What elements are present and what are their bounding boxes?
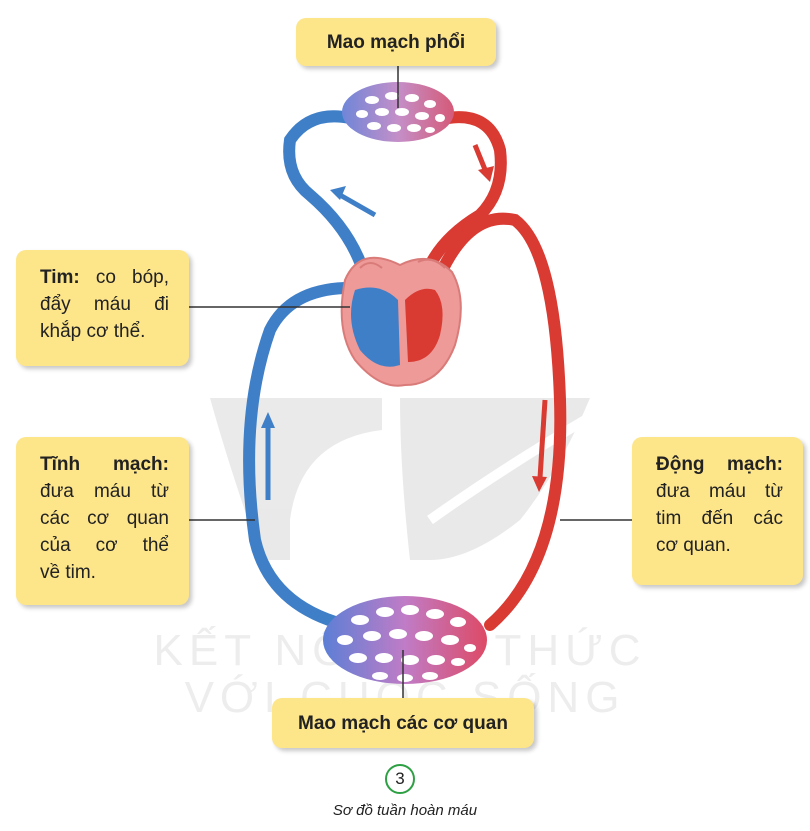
arteries-label: Động mạch: đưa máu từ tim đến các cơ qua… <box>632 437 803 585</box>
heart-label: Tim: co bóp, đẩy máu đi khắp cơ thể. <box>16 250 189 366</box>
arteries-term-line: Động mạch: <box>656 451 783 478</box>
pulmonary-vein <box>283 110 374 291</box>
heart <box>340 256 462 387</box>
arteries-term: Động mạch: <box>656 454 783 475</box>
lung-capillaries-text: Mao mạch phổi <box>326 31 466 53</box>
systemic-vein <box>243 282 351 631</box>
systemic-artery <box>434 212 567 631</box>
veins-line-2: các cơ quan <box>40 508 169 529</box>
flow-arrows <box>261 144 548 500</box>
veins-term-line: Tĩnh mạch: <box>40 451 169 478</box>
arrow-up-icon <box>261 412 275 428</box>
arteries-line-1: đưa máu từ <box>656 481 783 502</box>
organ-capillary-bed <box>323 596 487 684</box>
organ-capillaries-label: Mao mạch các cơ quan <box>272 698 534 748</box>
organ-capillaries-text: Mao mạch các cơ quan <box>298 712 508 734</box>
arteries-line-3: cơ quan. <box>656 535 731 556</box>
leader-lines <box>188 65 632 705</box>
heart-line-1: Tim: co bóp, <box>40 264 169 291</box>
heart-line-3: khắp cơ thể. <box>40 321 146 342</box>
heart-line-2: đẩy máu đi <box>40 294 169 315</box>
figure-number: 3 <box>395 769 405 788</box>
veins-line-3: của cơ thể <box>40 535 169 556</box>
veins-line-4: về tim. <box>40 562 96 583</box>
arrow-down-icon <box>478 166 494 182</box>
veins-term: Tĩnh mạch: <box>40 454 169 475</box>
figure-number-badge: 3 <box>385 764 415 794</box>
heart-term: Tim: <box>40 267 80 288</box>
arrow-up-left-icon <box>330 186 346 200</box>
pulmonary-artery <box>416 111 507 296</box>
arrow-down-icon <box>532 476 547 492</box>
figure-caption: Sơ đồ tuần hoàn máu <box>332 802 478 819</box>
lung-capillary-bed <box>342 82 454 142</box>
veins-label: Tĩnh mạch: đưa máu từ các cơ quan của cơ… <box>16 437 189 605</box>
arteries-line-2: tim đến các <box>656 508 783 529</box>
lung-capillaries-label: Mao mạch phổi <box>296 18 496 66</box>
heart-line-1-text: co bóp, <box>95 267 169 288</box>
veins-line-1: đưa máu từ <box>40 481 169 502</box>
